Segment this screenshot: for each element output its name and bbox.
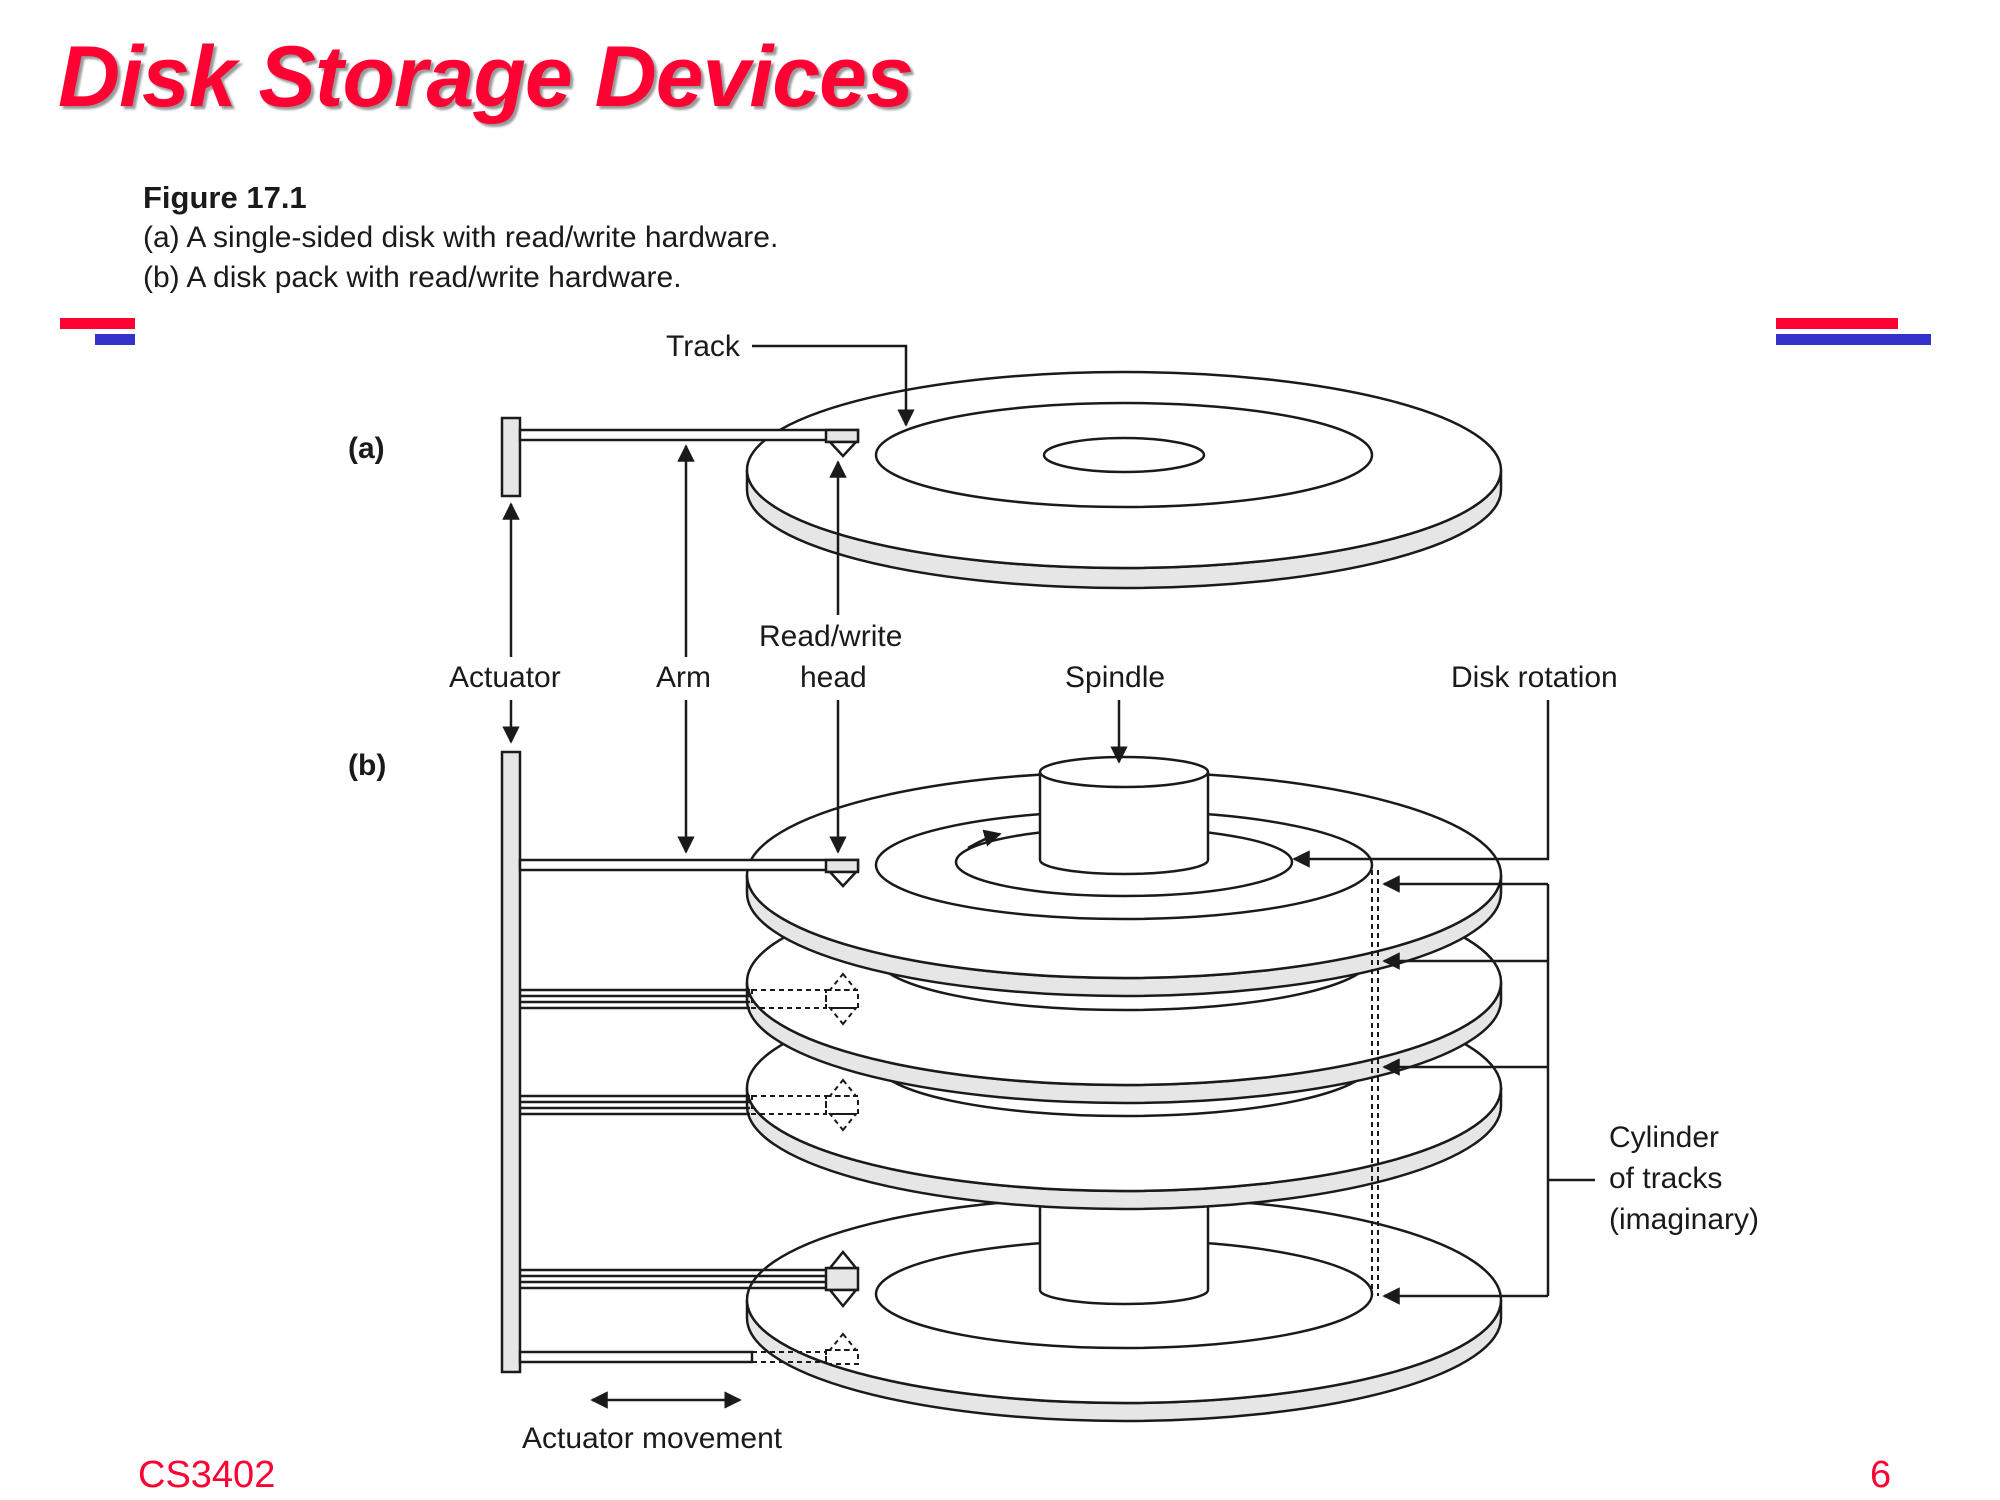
disk-rotation-arrow — [1292, 700, 1550, 868]
track-arrow — [752, 344, 915, 427]
figure-caption: Figure 17.1 (a) A single-sided disk with… — [143, 178, 778, 298]
left-blue-bar — [95, 334, 135, 345]
cylinder-label-3: (imaginary) — [1609, 1203, 1759, 1236]
course-code: CS3402 — [138, 1454, 276, 1496]
arm-b-5 — [518, 1332, 859, 1365]
actuator-a — [500, 416, 522, 498]
caption-line-b: (b) A disk pack with read/write hardware… — [143, 261, 682, 294]
arm-b-4 — [520, 1250, 860, 1308]
actuator-b — [500, 750, 522, 1374]
caption-line-a: (a) A single-sided disk with read/write … — [143, 221, 779, 254]
spindle-lower — [1038, 1193, 1210, 1306]
spindle-label: Spindle — [1065, 661, 1165, 694]
track-label: Track — [666, 330, 741, 363]
right-blue-bar — [1776, 334, 1931, 345]
panel-b-label: (b) — [348, 749, 386, 782]
read-write-head-a — [827, 440, 859, 458]
cylinder-dashed — [1371, 870, 1379, 1296]
arm-a — [518, 428, 860, 442]
actuator-label: Actuator — [449, 661, 561, 694]
spindle-upper — [1038, 755, 1210, 876]
arm-label: Arm — [656, 661, 711, 694]
right-red-bar — [1776, 318, 1898, 329]
cylinder-label-2: of tracks — [1609, 1162, 1722, 1195]
arm-b-2 — [520, 972, 859, 1026]
slide-title: Disk Storage Devices — [58, 29, 914, 125]
panel-a-label: (a) — [348, 432, 385, 465]
cylinder-bracket — [1382, 875, 1595, 1305]
arm-b-3 — [520, 1078, 859, 1132]
left-red-bar — [60, 318, 135, 329]
actuator-movement-label: Actuator movement — [522, 1422, 783, 1455]
rotation-arrow — [967, 829, 1002, 850]
read-write-label: Read/write — [759, 620, 902, 653]
cylinder-label-1: Cylinder — [1609, 1121, 1719, 1154]
disk-rotation-label: Disk rotation — [1451, 661, 1618, 694]
figure-number: Figure 17.1 — [143, 180, 307, 215]
page-number: 6 — [1870, 1454, 1892, 1496]
arm-b-1 — [518, 858, 860, 872]
single-disk — [745, 370, 1503, 590]
head-label: head — [800, 661, 867, 694]
